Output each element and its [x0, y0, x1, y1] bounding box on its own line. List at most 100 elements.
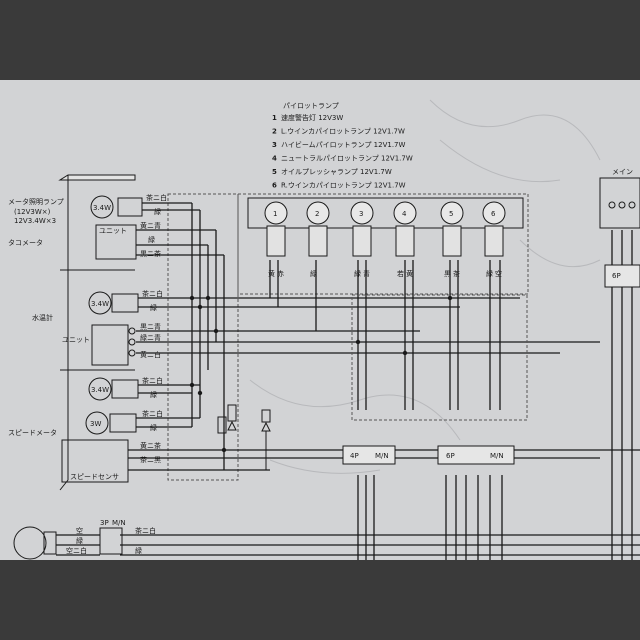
pilot-lamp-5: 5黒茶	[440, 201, 464, 278]
wire-label-w13: 茶ニ白	[142, 409, 163, 418]
pilot-lamp-housing	[247, 197, 524, 229]
bottom-wires	[56, 534, 100, 556]
pilot-lamp-4-wire-2: 黄	[406, 269, 413, 278]
bottom-wire-label-3: 空ニ白	[66, 546, 87, 555]
legend-item-2-number: 2	[272, 128, 277, 136]
resistor-3	[261, 409, 271, 423]
legend-item-1-number: 1	[272, 114, 277, 122]
wire-label-w2: 緑	[154, 207, 161, 216]
bulb-3: 3.4W	[88, 377, 112, 401]
pilot-lamp-4-number: 4	[402, 210, 407, 218]
terminal-3	[128, 349, 136, 357]
resistor-2	[217, 416, 227, 434]
legend-item-5-text: オイルプレッシャランプ 12V1.7W	[281, 168, 392, 176]
water-unit-label: ユニット	[62, 336, 90, 344]
bottom-wire-label-5: 緑	[135, 546, 142, 555]
connector-right-6p: 6P	[604, 264, 640, 288]
background-sketch	[249, 99, 601, 474]
meter-bracket-left	[59, 175, 69, 491]
meter-lamp-spec-2: 12V3.4W×3	[14, 217, 56, 225]
wire-label-w12: 緑	[150, 390, 157, 399]
connector-4p-mn: M/N	[375, 452, 389, 460]
connector-3p-mn: M/N	[112, 519, 126, 527]
pilot-lamp-5-wire-2: 茶	[453, 269, 460, 278]
bulb-socket-1	[117, 197, 143, 217]
bulb-1: 3.4W	[90, 195, 114, 219]
pilot-lamp-6-number: 6	[491, 210, 496, 218]
pilot-lamp-1: 1 黄赤	[264, 201, 288, 278]
diode-2	[261, 421, 271, 432]
pilot-lamp-1-number: 1	[273, 210, 277, 218]
bulb-socket-4	[109, 413, 137, 433]
pilot-lamp-4-wire-1: 若	[397, 269, 404, 278]
pilot-lamp-3: 3緑青	[350, 201, 374, 278]
pilot-lamp-1-wire-2: 赤	[277, 270, 284, 278]
connector-4p: 4P M/N	[342, 445, 396, 465]
meter-lamp-label: メータ照明ランプ	[8, 197, 64, 206]
bulb-2: 3.4W	[88, 291, 112, 315]
bulb-4-label: 3W	[90, 420, 101, 428]
wire-label-w1: 茶ニ白	[146, 193, 167, 202]
wire-label-w9: 緑ニ青	[140, 333, 161, 342]
bulb-4: 3W	[85, 411, 109, 435]
tachometer-label: タコメータ	[8, 238, 43, 247]
diode-group	[217, 404, 271, 470]
junction-dots	[189, 295, 453, 453]
pilot-lamp-6-socket	[484, 225, 504, 257]
pilot-lamp-4-socket	[395, 225, 415, 257]
main-harness-label: メイン	[612, 168, 633, 176]
legend-item-2-text: L.ウインカパイロットランプ 12V1.7W	[281, 128, 405, 136]
legend-item-1-text: 速度警告灯 12V3W	[281, 113, 343, 122]
bottom-lamp	[13, 526, 57, 560]
pilot-lamp-5-socket	[442, 225, 462, 257]
legend-title: パイロットランプ	[283, 102, 339, 110]
pilot-lamp-2-number: 2	[315, 210, 319, 218]
bulb-3-label: 3.4W	[91, 386, 109, 394]
diode-1	[227, 420, 237, 431]
connector-4p-label: 4P	[350, 452, 359, 460]
bottom-wire-label-4: 茶ニ白	[135, 526, 156, 535]
vertical-wires	[191, 203, 633, 560]
pilot-lamp-6-wire-2: 空	[495, 269, 502, 278]
pilot-lamp-3-socket	[352, 225, 372, 257]
bottom-wire-label-2: 緑	[76, 536, 83, 545]
tacho-unit-label: ユニット	[99, 227, 127, 235]
wiring-diagram-sheet: パイロットランプ 1 速度警告灯 12V3W 2 L.ウインカパイロットランプ 12V…	[0, 80, 640, 560]
terminal-1	[128, 327, 136, 335]
wire-label-w15: 黄ニ茶	[140, 441, 161, 450]
wire-label-w3: 黄ニ青	[140, 221, 161, 230]
horizontal-wires	[120, 202, 640, 556]
legend-item-6-number: 6	[272, 182, 277, 190]
legend-item-3-text: ハイビームパイロットランプ 12V1.7W	[281, 140, 405, 149]
harness-dashed-frame	[351, 294, 528, 421]
pilot-lamp-3-number: 3	[359, 210, 363, 218]
pilot-lamp-1-wire-1: 黄	[268, 269, 275, 278]
pilot-lamp-5-number: 5	[449, 210, 453, 218]
bulb-socket-3	[111, 379, 139, 399]
connector-3p: 3P M/N	[99, 519, 126, 555]
connector-3p-label: 3P	[100, 519, 109, 527]
speedometer-label: スピードメータ	[8, 428, 57, 437]
wire-label-w5: 黒ニ茶	[140, 249, 161, 258]
wire-label-w8: 黒ニ青	[140, 322, 161, 331]
legend-item-3-number: 3	[272, 141, 277, 149]
pilot-lamp-4: 4 若黄	[393, 201, 417, 278]
pilot-lamp-2: 2緑	[306, 201, 330, 278]
tacho-unit-box	[95, 224, 137, 260]
legend-item-6-text: R.ウインカパイロットランプ 12V1.7W	[281, 182, 406, 190]
main-harness-box: メイン	[599, 168, 640, 229]
meter-lamp-spec-1: (12V3W×)	[14, 208, 51, 216]
legend-item-4-number: 4	[272, 155, 277, 163]
wire-label-w6: 茶ニ白	[142, 289, 163, 298]
resistor-1	[227, 404, 237, 422]
wiring-diagram: パイロットランプ 1 速度警告灯 12V3W 2 L.ウインカパイロットランプ 12V…	[8, 99, 640, 560]
speed-sensor-label: スピードセンサ	[70, 473, 119, 481]
connector-6p: 6P M/N	[437, 445, 515, 465]
pilot-lamp-2-socket	[308, 225, 328, 257]
meter-dashed-frame	[167, 193, 239, 481]
pilot-lamp-6: 6緑空	[482, 201, 506, 278]
pilot-lamp-legend: パイロットランプ 1 速度警告灯 12V3W 2 L.ウインカパイロットランプ 12V…	[272, 102, 413, 190]
wire-label-w11: 茶ニ白	[142, 376, 163, 385]
bulb-1-label: 3.4W	[93, 204, 111, 212]
legend-item-4-text: ニュートラルパイロットランプ 12V1.7W	[281, 155, 413, 163]
